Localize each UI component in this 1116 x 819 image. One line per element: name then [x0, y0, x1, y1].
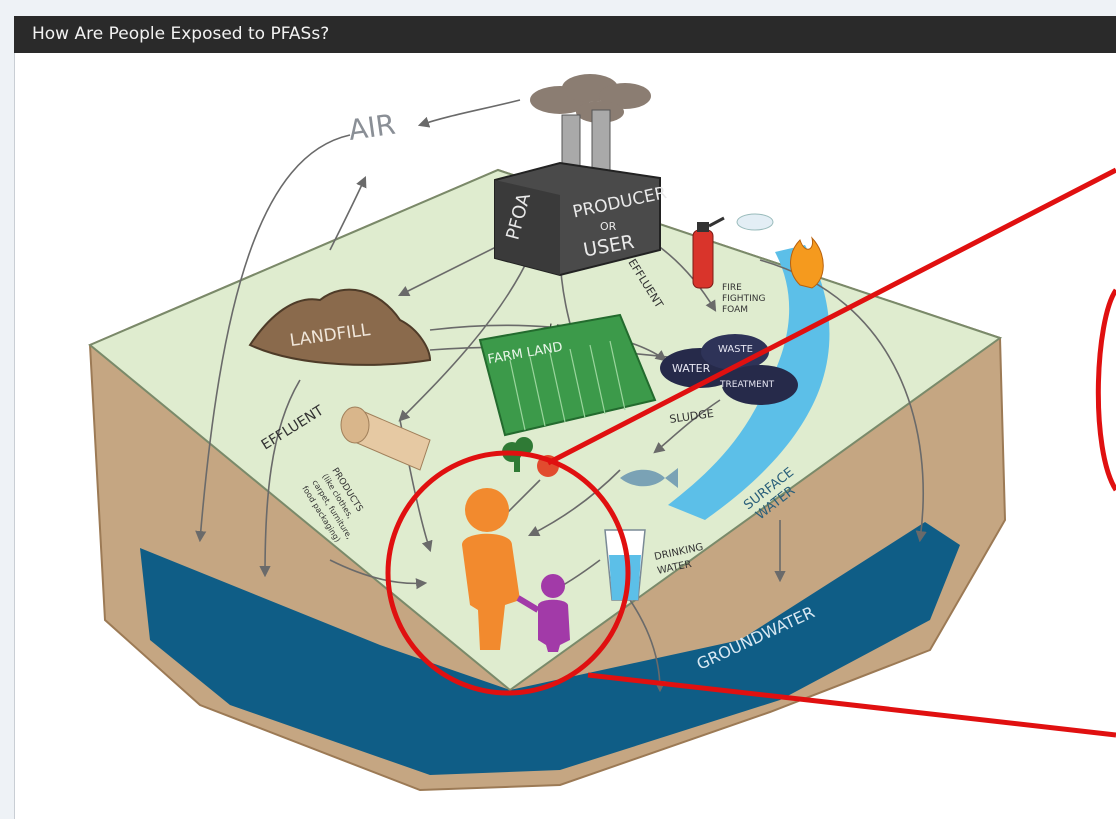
fire-extinguisher-icon [692, 216, 725, 289]
water-label: WATER [672, 362, 711, 375]
fire-icon [736, 213, 824, 289]
highlight-circle [385, 450, 631, 696]
smoke-cloud [530, 74, 651, 123]
callout-bracket [1095, 288, 1116, 492]
adult-figure-icon [462, 488, 520, 650]
page-title: How Are People Exposed to PFASs? [14, 16, 1116, 53]
factory-icon [494, 109, 661, 277]
drinking-water-glass-icon [604, 529, 646, 601]
fire-foam-label-2: FIGHTING [722, 294, 765, 304]
fire-foam-label-3: FOAM [722, 305, 748, 315]
farm-rows [509, 340, 626, 431]
sludge-label: SLUDGE [669, 407, 715, 426]
groundwater-band [140, 522, 960, 775]
producer-or-label: OR [600, 220, 617, 233]
products-roll-icon [340, 406, 431, 471]
fish-icon [620, 468, 678, 488]
river [668, 245, 830, 520]
fire-foam-label-1: FIRE [722, 283, 742, 293]
air-label: AIR [346, 108, 397, 147]
waste-label: WASTE [718, 344, 753, 355]
wastewater-tanks-icon [660, 334, 798, 405]
highlight-annotation [385, 167, 1116, 738]
callout-line-bottom [587, 672, 1116, 738]
treatment-label: TREATMENT [719, 380, 775, 390]
child-figure-icon [516, 574, 570, 652]
landfill-icon [248, 288, 432, 366]
callout-line-top [546, 167, 1116, 466]
